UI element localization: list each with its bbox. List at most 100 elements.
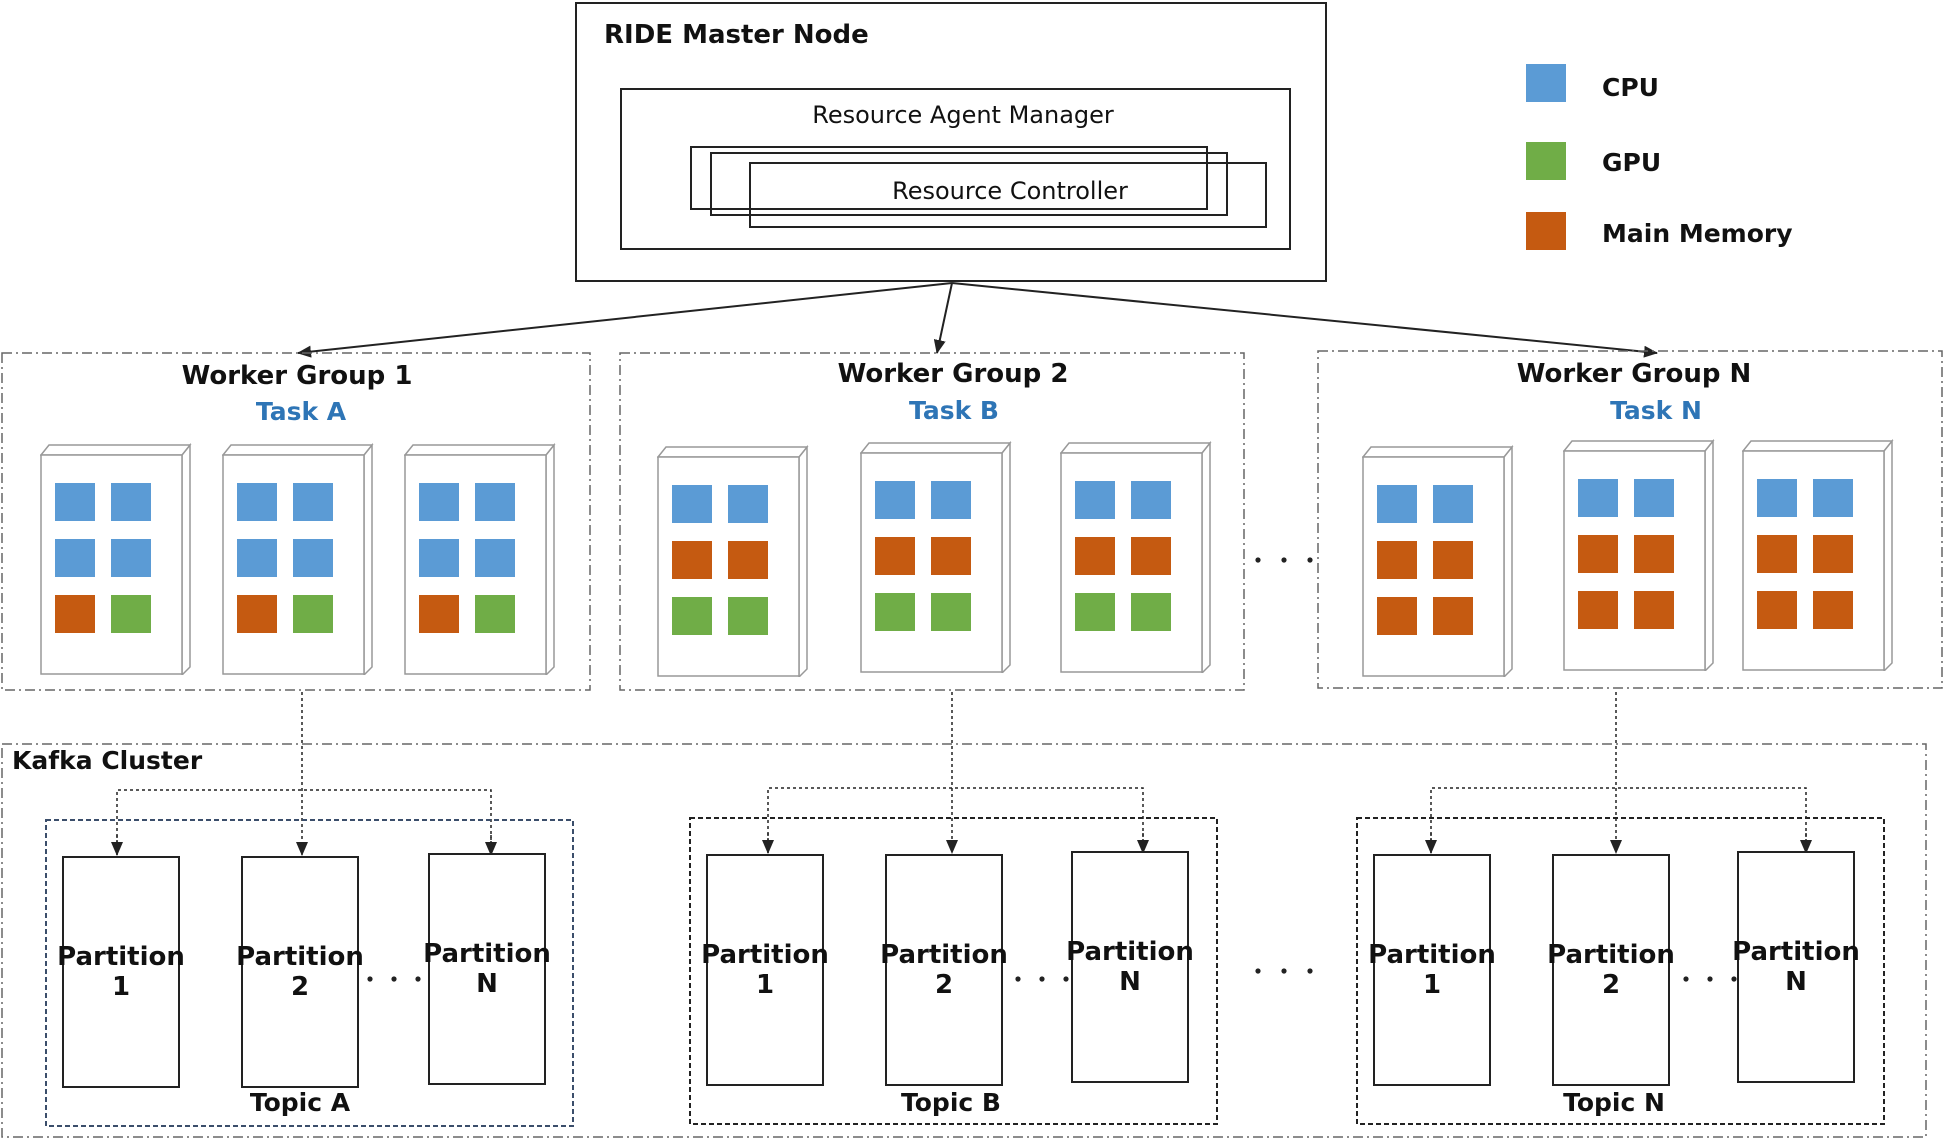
kafka-cluster-border: [1, 743, 1927, 1138]
resource-controller-stack-1: [690, 146, 1208, 210]
legend-gpu-swatch: [1526, 142, 1566, 180]
server-node: [222, 443, 374, 675]
partition-label: Partition: [701, 940, 829, 970]
cpu-block: [293, 483, 333, 521]
legend-gpu-label: GPU: [1602, 148, 1662, 177]
memory-block: [1578, 591, 1618, 629]
cpu-block: [55, 539, 95, 577]
server-top-face: [657, 446, 809, 458]
ellipsis-dots: [367, 557, 1737, 982]
cpu-block: [419, 483, 459, 521]
memory-block: [419, 595, 459, 633]
worker-group-n: Worker Group N Task N: [1318, 351, 1942, 688]
legend-cpu-label: CPU: [1602, 73, 1659, 102]
cpu-block: [475, 539, 515, 577]
cpu-block: [55, 483, 95, 521]
server-top-face: [1563, 440, 1715, 452]
cpu-block: [1813, 479, 1853, 517]
topic-name: Topic B: [901, 1088, 1001, 1117]
server-side-face: [1883, 439, 1893, 671]
partition-number: N: [1119, 967, 1141, 997]
task-label: Task B: [909, 396, 999, 425]
partition-number: N: [476, 969, 498, 999]
gpu-block: [1075, 593, 1115, 631]
memory-block: [1757, 591, 1797, 629]
server-node: [1563, 439, 1715, 671]
worker-group-1-border: [1, 352, 591, 691]
partition-number: 2: [1601, 970, 1621, 1000]
cpu-block: [237, 483, 277, 521]
partition-label: Partition: [880, 940, 1008, 970]
topic-b-border: [689, 817, 1218, 1125]
cpu-block: [1634, 479, 1674, 517]
worker-group-1: Worker Group 1 Task A: [2, 353, 590, 690]
server-side-face: [1704, 439, 1714, 671]
partition-number: N: [1785, 967, 1807, 997]
memory-block: [1813, 535, 1853, 573]
server-node: [1742, 439, 1894, 671]
topic-b-fanout: [767, 787, 1144, 853]
kafka-cluster-title: Kafka Cluster: [12, 746, 203, 775]
cpu-block: [1377, 485, 1417, 523]
resource-agent-manager: [620, 88, 1291, 250]
cpu-block: [1075, 481, 1115, 519]
server-side-face: [545, 443, 555, 675]
partition-label: Partition: [423, 939, 551, 969]
server-side-face: [363, 443, 373, 675]
topic-n-fanout: [1430, 787, 1807, 853]
cpu-block: [419, 539, 459, 577]
server-top-face: [1362, 446, 1514, 458]
cpu-block: [931, 481, 971, 519]
memory-block: [1757, 535, 1797, 573]
worker-group-title: Worker Group N: [1516, 359, 1752, 389]
topic-name: Topic N: [1563, 1088, 1665, 1117]
topic-a-border: [45, 819, 574, 1127]
legend: CPU GPU Main Memory: [1526, 64, 1906, 264]
legend-cpu-swatch: [1526, 64, 1566, 102]
memory-block: [1813, 591, 1853, 629]
gpu-block: [728, 597, 768, 635]
server-side-face: [1001, 441, 1011, 673]
task-label: Task N: [1610, 396, 1702, 425]
worker-group-2: Worker Group 2 Task B: [620, 353, 1244, 690]
server-top-face: [860, 442, 1012, 454]
arrow-to-worker-group-n: [951, 282, 1658, 358]
resource-controller-stack-2: [710, 152, 1228, 216]
cpu-block: [1131, 481, 1171, 519]
memory-block: [875, 537, 915, 575]
partition-label: Partition: [1066, 937, 1194, 967]
gpu-block: [293, 595, 333, 633]
server-node: [40, 443, 192, 675]
master-node: [575, 2, 1327, 282]
server-top-face: [222, 444, 374, 456]
memory-block: [1377, 597, 1417, 635]
partition-number: 2: [934, 970, 954, 1000]
topic-a-fanout: [116, 789, 492, 855]
memory-block: [931, 537, 971, 575]
server-top-face: [1742, 440, 1894, 452]
partition-label: Partition: [1732, 937, 1860, 967]
partition-number: 1: [755, 970, 775, 1000]
cpu-block: [475, 483, 515, 521]
partition-number: 2: [290, 972, 310, 1002]
memory-block: [55, 595, 95, 633]
memory-block: [1433, 597, 1473, 635]
cpu-block: [1757, 479, 1797, 517]
worker-group-borders: [1, 350, 1943, 1138]
worker-group-title: Worker Group 2: [837, 359, 1069, 389]
cpu-block: [1433, 485, 1473, 523]
cpu-block: [111, 483, 151, 521]
server-node: [860, 441, 1012, 673]
cpu-block: [111, 539, 151, 577]
partition-number: 1: [1422, 970, 1442, 1000]
server-side-face: [1201, 441, 1211, 673]
memory-block: [1377, 541, 1417, 579]
